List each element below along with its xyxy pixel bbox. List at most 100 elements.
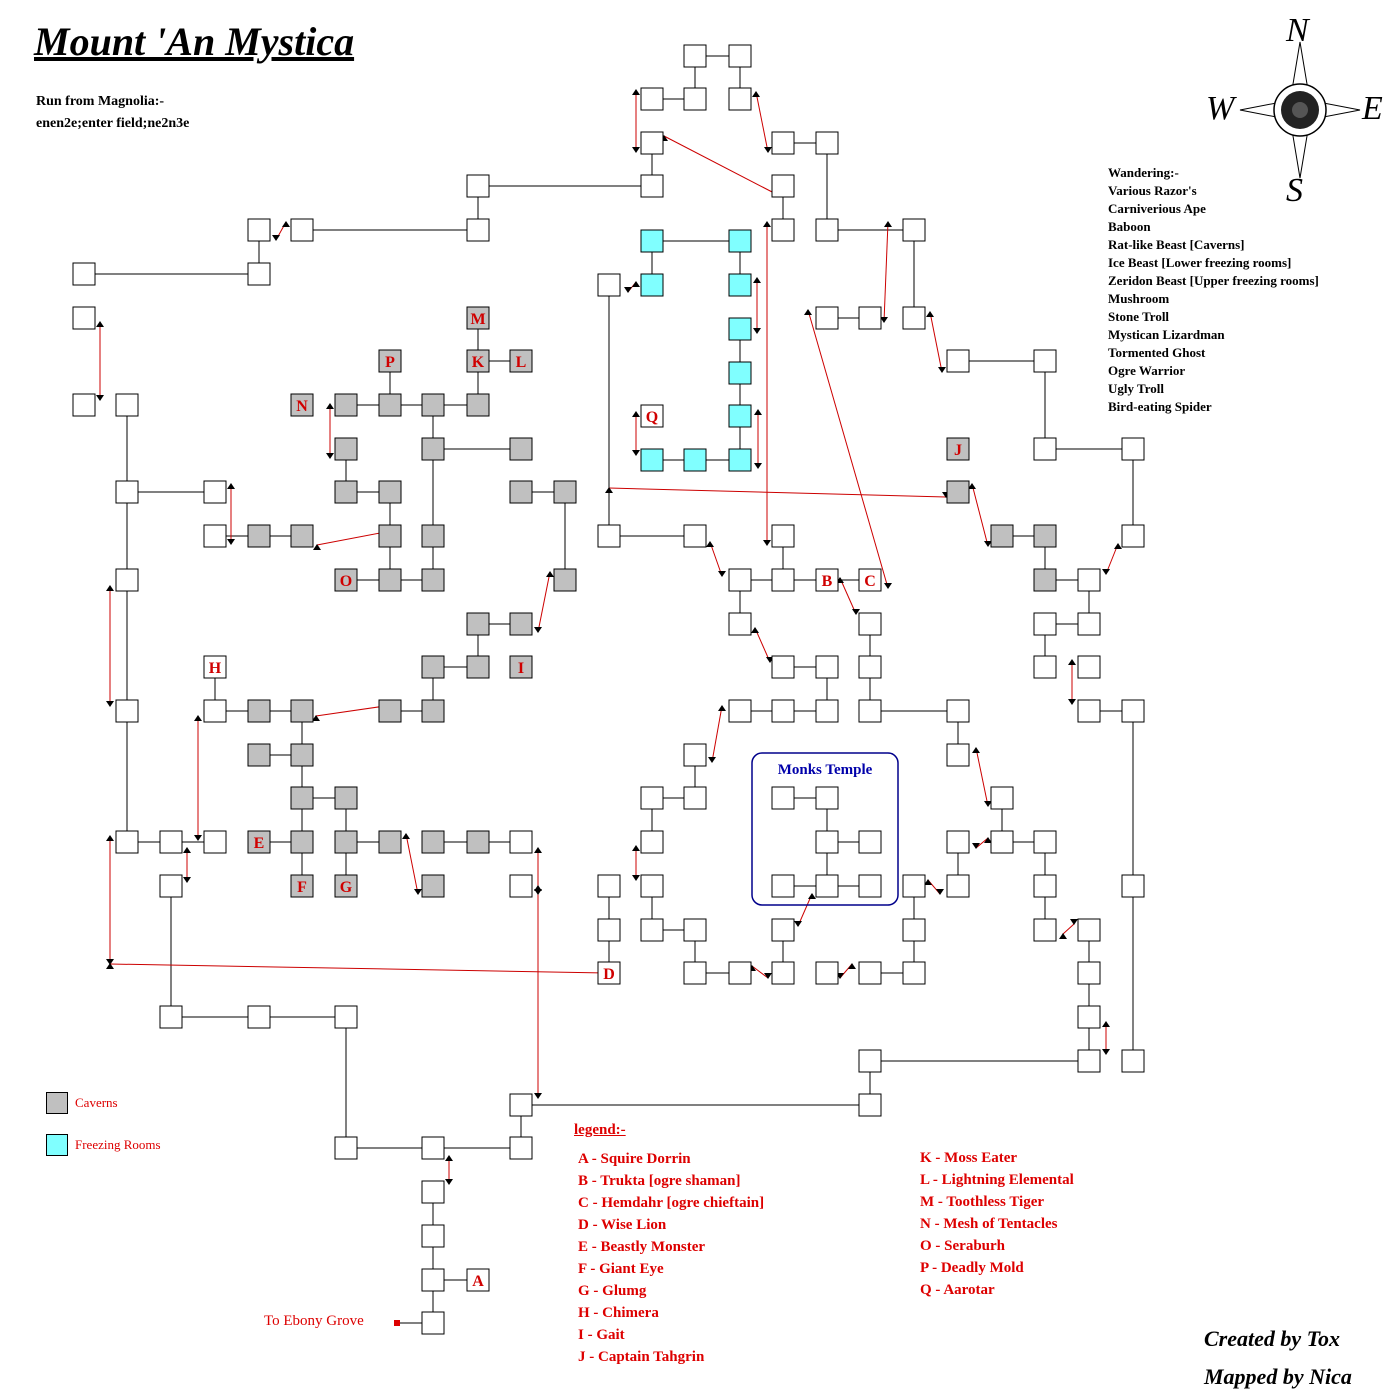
room: [902, 918, 926, 942]
monster-marker: D: [603, 966, 615, 983]
room: [203, 699, 227, 723]
arrow-icon: [632, 875, 640, 881]
room: [771, 568, 795, 592]
legend-item: B - Trukta [ogre shaman]: [578, 1173, 741, 1189]
legend-item: D - Wise Lion: [578, 1217, 667, 1233]
room: [858, 830, 882, 854]
room: [290, 218, 314, 242]
caverns-label: Caverns: [75, 1095, 118, 1110]
monster-marker: I: [518, 660, 524, 677]
room: [771, 874, 795, 898]
compass-south: S: [1286, 172, 1303, 209]
room: [72, 306, 96, 330]
room: [1033, 874, 1057, 898]
room: [815, 786, 839, 810]
room: [247, 1005, 271, 1029]
arrow-icon: [754, 463, 762, 469]
monster-marker: B: [822, 573, 833, 590]
room: [728, 87, 752, 111]
one-way-passage: [751, 965, 769, 979]
room: [858, 1049, 882, 1073]
room: [1121, 874, 1145, 898]
room: [858, 874, 882, 898]
cavern-room: [290, 786, 314, 810]
room: [771, 131, 795, 155]
cavern-room: [334, 830, 358, 854]
cavern-room: [466, 306, 490, 330]
arrow-icon: [632, 147, 640, 153]
cavern-room: [334, 393, 358, 417]
cavern-room: [290, 830, 314, 854]
room: [858, 699, 882, 723]
room: [509, 1093, 533, 1117]
room: [597, 524, 621, 548]
wandering-item: Mushroom: [1108, 291, 1170, 306]
cavern-room: [290, 699, 314, 723]
room: [1033, 918, 1057, 942]
room: [902, 961, 926, 985]
legend-item: J - Captain Tahgrin: [578, 1349, 705, 1365]
room: [597, 961, 621, 985]
arrow-icon: [534, 889, 542, 895]
cavern-room: [421, 699, 445, 723]
monster-marker: J: [954, 442, 962, 459]
one-way-passage: [755, 91, 769, 153]
room: [902, 874, 926, 898]
cavern-room: [509, 655, 533, 679]
one-way-passage: [663, 135, 777, 195]
cavern-room: [247, 699, 271, 723]
room: [1077, 1005, 1101, 1029]
room: [1077, 918, 1101, 942]
room: [858, 306, 882, 330]
room: [640, 87, 664, 111]
cavern-room: [421, 393, 445, 417]
cavern-room: [421, 524, 445, 548]
arrow-icon: [804, 309, 812, 315]
arrow-icon: [605, 487, 613, 493]
freezing-room: [683, 448, 707, 472]
arrow-icon: [972, 747, 980, 753]
room: [1077, 568, 1101, 592]
legend-item: K - Moss Eater: [920, 1150, 1018, 1166]
arrow-icon: [534, 1093, 542, 1099]
arrow-icon: [1114, 543, 1122, 549]
wandering-item: Carniverious Ape: [1108, 201, 1206, 216]
monster-marker: K: [472, 354, 485, 371]
legend-left: A - Squire Dorrin B - Trukta [ogre shama…: [578, 1148, 764, 1368]
room: [946, 743, 970, 767]
wandering-list: Wandering:- Various Razor's Carniverious…: [1108, 164, 1319, 416]
compass-rose-icon: [1239, 41, 1361, 179]
exit-label: To Ebony Grove: [264, 1313, 364, 1329]
freezing-room: [640, 229, 664, 253]
arrow-icon: [764, 147, 772, 153]
arrow-icon: [848, 963, 856, 969]
arrow-icon: [972, 843, 980, 849]
arrow-icon: [632, 281, 640, 287]
wandering-item: Baboon: [1108, 219, 1151, 234]
legend-item: C - Hemdahr [ogre chieftain]: [578, 1195, 765, 1211]
cavern-room: [421, 568, 445, 592]
room: [1077, 1049, 1101, 1073]
room: [815, 655, 839, 679]
arrow-icon: [1102, 1021, 1110, 1027]
room: [728, 44, 752, 68]
arrow-icon: [880, 317, 888, 323]
freezing-room: [728, 317, 752, 341]
one-way-passage: [883, 221, 889, 323]
room: [421, 1136, 445, 1160]
monster-marker: E: [254, 835, 265, 852]
arrow-icon: [938, 367, 946, 373]
wandering-item: Ugly Troll: [1108, 381, 1164, 396]
arrow-icon: [753, 277, 761, 283]
legend-item: O - Seraburh: [920, 1238, 1006, 1254]
arrow-icon: [754, 409, 762, 415]
monster-marker: A: [472, 1273, 484, 1290]
room: [159, 1005, 183, 1029]
room: [466, 174, 490, 198]
run-heading: Run from Magnolia:-: [36, 94, 165, 109]
arrow-icon: [194, 715, 202, 721]
arrow-icon: [924, 879, 932, 885]
arrow-icon: [632, 411, 640, 417]
